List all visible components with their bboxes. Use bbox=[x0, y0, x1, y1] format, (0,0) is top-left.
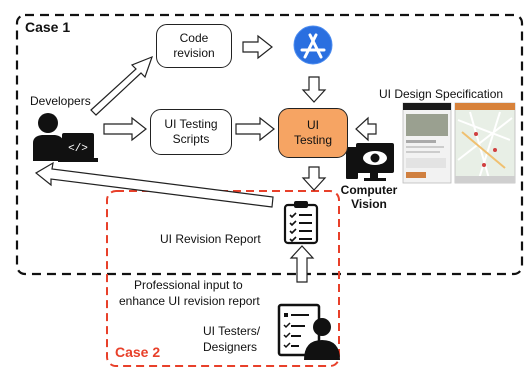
ui-testing-scripts-node: UI Testing Scripts bbox=[150, 109, 232, 155]
arrow-code-revision-to-app-store bbox=[242, 34, 273, 60]
arrow-developers-to-scripts bbox=[103, 116, 147, 142]
tester-icon bbox=[277, 303, 340, 360]
case1-label: Case 1 bbox=[25, 19, 71, 35]
arrow-report-to-developers bbox=[34, 161, 274, 208]
developers-label: Developers bbox=[30, 94, 91, 108]
arrow-ui-testing-to-report bbox=[301, 166, 327, 191]
phone-screenshot-icon bbox=[402, 102, 516, 184]
code-revision-line2: revision bbox=[173, 46, 215, 60]
arrow-testers-to-report bbox=[289, 245, 315, 283]
ui-testers-label: UI Testers/ Designers bbox=[203, 323, 260, 355]
ui-testers-line1: UI Testers/ bbox=[203, 324, 261, 338]
ui-testing-node: UI Testing bbox=[278, 108, 348, 158]
computer-vision-line2: Vision bbox=[351, 197, 387, 211]
professional-input-line2: enhance UI revision report bbox=[119, 294, 260, 308]
svg-text:</>: </> bbox=[68, 143, 88, 155]
professional-input-line1: Professional input to bbox=[134, 278, 243, 292]
case1-frame bbox=[15, 13, 524, 276]
developer-icon: </> bbox=[33, 113, 98, 162]
ui-testing-scripts-line1: UI Testing bbox=[164, 117, 218, 131]
arrow-scripts-to-ui-testing bbox=[235, 116, 275, 142]
computer-vision-line1: Computer bbox=[340, 183, 398, 197]
code-revision-node: Code revision bbox=[156, 24, 232, 68]
arrow-spec-to-ui-testing bbox=[355, 116, 377, 142]
ui-testing-scripts-line2: Scripts bbox=[172, 132, 210, 146]
professional-input-label: Professional input to enhance UI revisio… bbox=[119, 277, 260, 309]
ui-revision-report-label: UI Revision Report bbox=[160, 232, 261, 246]
ui-design-spec-label: UI Design Specification bbox=[379, 87, 504, 101]
arrow-developers-to-code-revision bbox=[90, 55, 154, 116]
computer-vision-icon bbox=[346, 143, 394, 181]
checklist-icon bbox=[283, 201, 319, 245]
ui-testers-line2: Designers bbox=[203, 340, 258, 354]
code-revision-line1: Code bbox=[179, 31, 209, 45]
app-store-icon bbox=[293, 25, 333, 65]
ui-testing-line2: Testing bbox=[293, 133, 333, 147]
ui-testing-line1: UI bbox=[307, 118, 319, 132]
case2-label: Case 2 bbox=[115, 344, 161, 360]
arrow-app-store-to-ui-testing bbox=[301, 76, 327, 103]
computer-vision-label: Computer Vision bbox=[338, 183, 400, 211]
